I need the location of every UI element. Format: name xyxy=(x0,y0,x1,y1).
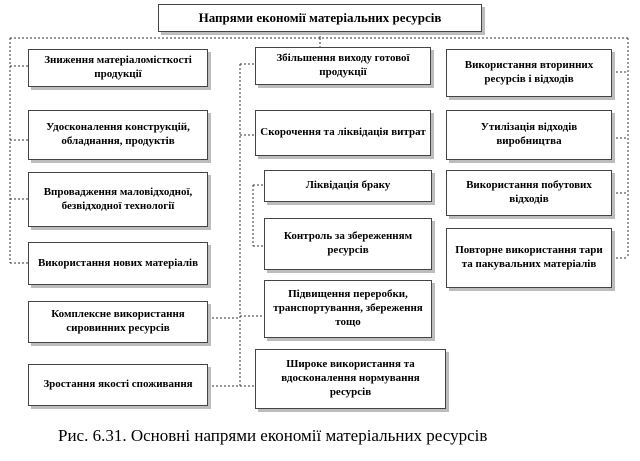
right-box-3: Використання побутових відходів xyxy=(446,170,612,216)
center-box-4: Контроль за збереженням ресурсів xyxy=(264,218,432,270)
center-box-5: Підвищення переробки, транспортування, з… xyxy=(264,280,432,338)
left-box-3: Впровадження маловідходної, безвідходної… xyxy=(28,172,208,227)
left-box-6: Зростання якості споживання xyxy=(28,364,208,406)
center-box-6: Широке використання та вдосконалення нор… xyxy=(255,349,446,409)
right-box-4: Повторне використання тари та пакувальни… xyxy=(446,228,612,288)
figure-caption: Рис. 6.31. Основні напрями економії мате… xyxy=(58,426,488,445)
center-box-1: Збільшення виходу готової продукції xyxy=(255,47,431,85)
right-box-1: Використання вторинних ресурсів і відход… xyxy=(446,49,612,97)
left-box-5: Комплексне використання сировинних ресур… xyxy=(28,301,208,343)
center-box-2: Скорочення та ліквідація витрат xyxy=(255,110,431,156)
right-box-2: Утилізація відходів виробництва xyxy=(446,110,612,160)
left-box-1: Зниження матеріаломісткості продукції xyxy=(28,49,208,87)
title-box: Напрями економії матеріальних ресурсів xyxy=(158,4,482,32)
center-box-3: Ліквідація браку xyxy=(264,170,432,202)
left-box-4: Використання нових матеріалів xyxy=(28,242,208,285)
left-box-2: Удосконалення конструкцій, обладнання, п… xyxy=(28,110,208,160)
